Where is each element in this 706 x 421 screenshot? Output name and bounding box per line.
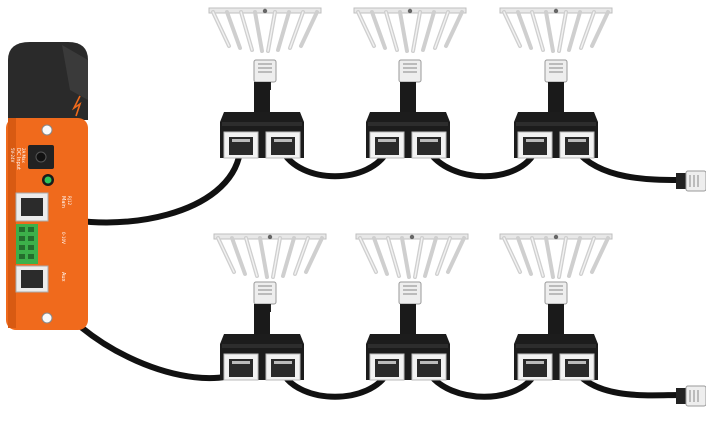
label-dc-in-sub2: 2A Max xyxy=(21,148,26,163)
splitter-block xyxy=(513,303,599,381)
light-fixture xyxy=(498,232,614,279)
light-fixture xyxy=(212,232,328,279)
label-signal: 0-10V xyxy=(61,232,66,244)
label-dc-in: DC Input xyxy=(15,148,21,170)
splitter-block xyxy=(513,81,599,159)
label-main: Main xyxy=(60,196,66,208)
label-aux: Aux xyxy=(60,272,66,282)
cable-bottom-links xyxy=(279,369,683,400)
splitter-block xyxy=(365,303,451,381)
screw-icon xyxy=(41,124,53,136)
controller-unit: DC Input 5V-24V 2A Max Main RJ12 0-10V A… xyxy=(6,42,88,330)
splitter-block xyxy=(219,303,305,381)
light-fixture xyxy=(352,6,468,53)
label-dc-in-sub1: 5V-24V xyxy=(10,148,15,163)
cable-top-links xyxy=(279,147,683,183)
end-plug xyxy=(675,385,706,407)
light-fixture xyxy=(498,6,614,53)
end-plug xyxy=(675,170,706,192)
screw-icon xyxy=(41,312,53,324)
light-fixture xyxy=(354,232,470,279)
splitter-block xyxy=(365,81,451,159)
label-rj12: RJ12 xyxy=(67,196,72,206)
light-fixture xyxy=(207,6,323,53)
splitter-block xyxy=(219,81,305,159)
